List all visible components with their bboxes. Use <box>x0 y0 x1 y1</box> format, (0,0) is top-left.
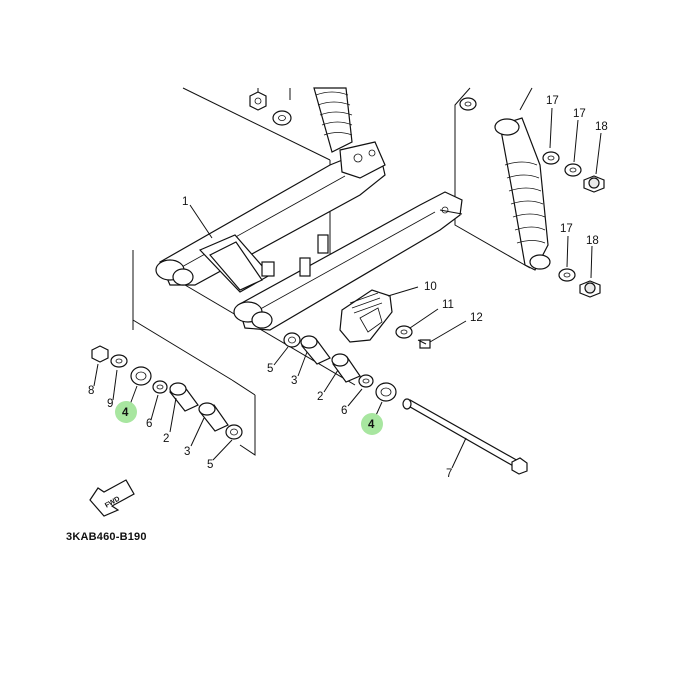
chain-pad-assembly <box>339 286 467 349</box>
callout-8: 8 <box>88 385 94 397</box>
callout-11: 11 <box>442 299 454 311</box>
callout-3-left: 3 <box>184 446 190 458</box>
top-left-fasteners <box>249 91 477 126</box>
callout-6-right: 6 <box>341 405 347 417</box>
right-shock-absorber <box>494 87 551 271</box>
right-washers-nuts <box>542 107 605 298</box>
highlight-right-4 <box>361 413 383 435</box>
left-pivot-hardware <box>91 345 243 440</box>
right-pivot-hardware <box>283 332 397 402</box>
callout-4-right: 4 <box>368 419 375 431</box>
callout-3-right: 3 <box>291 375 297 387</box>
callout-6-left: 6 <box>146 418 152 430</box>
callout-5-right: 5 <box>267 363 273 375</box>
callout-10: 10 <box>424 281 437 293</box>
pivot-shaft <box>402 398 528 475</box>
highlight-left-4 <box>115 401 137 423</box>
callout-18-bottom: 18 <box>586 235 599 247</box>
diagram-code: 3KAB460-B190 <box>66 531 147 543</box>
callout-17-top-a: 17 <box>546 95 559 107</box>
callout-2-left: 2 <box>163 433 169 445</box>
callout-17-bottom: 17 <box>560 223 573 235</box>
callouts: 1 8 9 4 6 2 3 5 5 3 2 6 4 7 10 11 12 17 … <box>88 95 608 480</box>
callout-5-left: 5 <box>207 459 213 471</box>
callout-17-top-b: 17 <box>573 108 586 120</box>
callout-1: 1 <box>182 196 188 208</box>
fwd-arrow-icon: FWD <box>89 479 135 517</box>
callout-4-left: 4 <box>122 407 129 419</box>
callout-2-right: 2 <box>317 391 323 403</box>
leader-lines <box>93 204 467 469</box>
callout-7: 7 <box>446 468 452 480</box>
swing-arm <box>155 141 463 331</box>
left-shock-absorber <box>313 87 353 153</box>
callout-9: 9 <box>107 398 113 410</box>
callout-12: 12 <box>470 312 483 324</box>
callout-18-top: 18 <box>595 121 608 133</box>
highlight-markers <box>115 401 383 435</box>
